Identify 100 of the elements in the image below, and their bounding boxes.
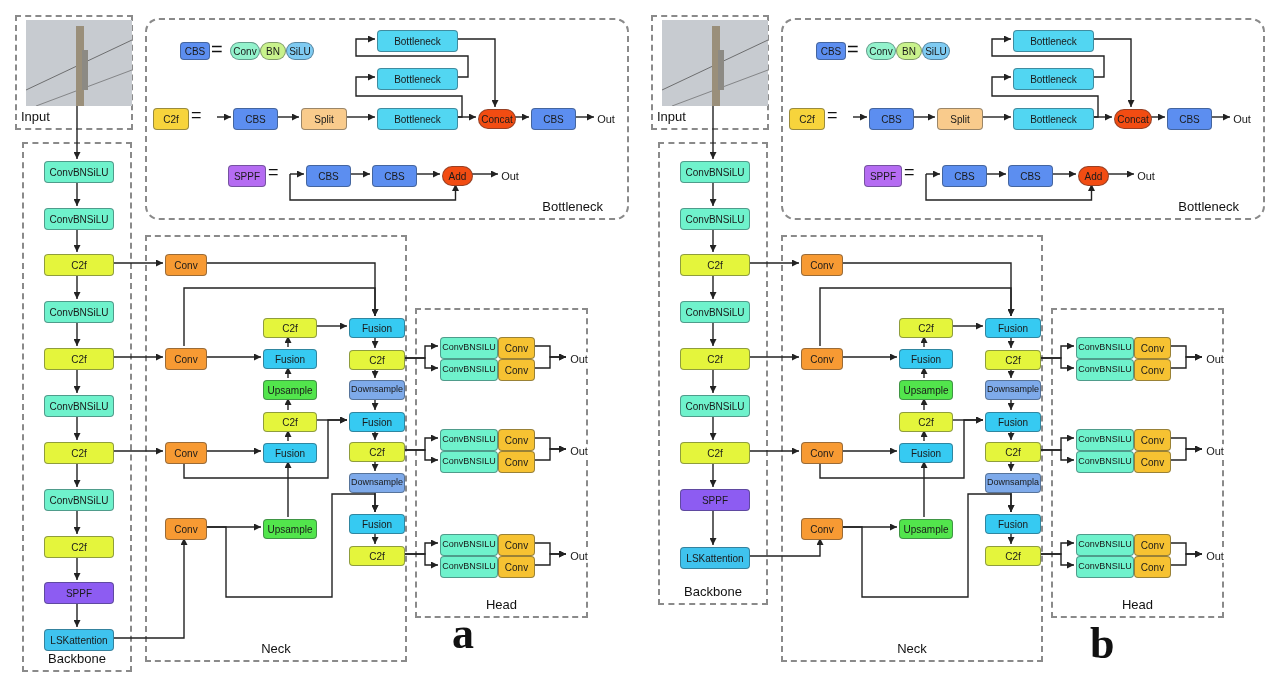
arrow xyxy=(314,322,348,330)
module-box: Upsample xyxy=(263,380,317,400)
arrow xyxy=(183,287,379,347)
module-box: ConvBNSiLU xyxy=(44,395,114,417)
arrow xyxy=(1168,550,1203,566)
arrow xyxy=(73,180,81,207)
arrow xyxy=(289,173,459,201)
arrow xyxy=(289,170,305,178)
module-box: SPPF xyxy=(228,165,266,187)
module-box: CBS xyxy=(942,165,987,187)
arrow xyxy=(111,537,188,639)
arrow xyxy=(371,531,379,545)
group-title: Head xyxy=(1120,597,1155,612)
arrow xyxy=(414,170,441,178)
operation-pill: Add xyxy=(1078,166,1109,186)
group-frame xyxy=(415,308,588,618)
module-box: Bottleneck xyxy=(1013,30,1094,52)
module-box: LSKattention xyxy=(680,547,750,569)
arrow xyxy=(840,353,898,361)
module-box: Conv xyxy=(498,534,535,556)
module-box: Conv xyxy=(165,442,207,464)
module-box: Bottleneck xyxy=(377,30,458,52)
arrow xyxy=(747,537,824,557)
group-frame xyxy=(658,142,768,605)
group-frame xyxy=(781,235,1043,662)
arrow xyxy=(819,416,984,479)
output-text: Out xyxy=(1204,444,1226,458)
arrow xyxy=(920,366,928,379)
operation-pill: Concat xyxy=(478,109,516,129)
arrow xyxy=(1007,531,1015,545)
arrow xyxy=(1091,38,1135,108)
module-box: C2f xyxy=(263,412,317,432)
arrow xyxy=(371,367,379,379)
module-box: ConvBNSiLU xyxy=(680,301,750,323)
module-box: Split xyxy=(937,108,983,130)
layer-chip: SiLU xyxy=(922,42,950,60)
module-box: C2f xyxy=(349,442,405,462)
arrow xyxy=(355,35,469,78)
group-frame xyxy=(1051,308,1224,618)
arrow xyxy=(991,73,1099,118)
output-text: Out xyxy=(1204,352,1226,366)
module-box: ConvBNSiLU xyxy=(44,208,114,230)
module-box: Conv xyxy=(801,518,843,540)
arrow xyxy=(852,113,868,121)
module-box: CBS xyxy=(1167,108,1212,130)
group-title: Neck xyxy=(896,641,928,656)
layer-chip: Conv xyxy=(230,42,260,60)
arrow xyxy=(1007,459,1015,472)
module-box: C2f xyxy=(44,254,114,276)
module-box: C2f xyxy=(985,442,1041,462)
output-text: Out xyxy=(596,112,616,126)
arrow xyxy=(73,103,81,160)
module-box: C2f xyxy=(263,318,317,338)
module-box: Fusion xyxy=(263,443,317,463)
module-box: Conv xyxy=(165,518,207,540)
module-box: C2f xyxy=(789,108,825,130)
panel-letter: a xyxy=(452,612,474,656)
module-box: C2f xyxy=(44,348,114,370)
arrow xyxy=(1007,429,1015,441)
arrow xyxy=(1007,335,1015,349)
arrow xyxy=(709,103,717,160)
group-title: Input xyxy=(21,109,50,124)
module-box: Fusion xyxy=(899,443,953,463)
arrow xyxy=(532,445,567,461)
module-box: Fusion xyxy=(263,349,317,369)
module-box: ConvBNSiLU xyxy=(44,301,114,323)
module-box: CBS xyxy=(869,108,914,130)
equals-sign: = xyxy=(827,106,838,124)
module-box: ConvBNSILU xyxy=(440,534,498,556)
module-box: ConvBNSILU xyxy=(1076,534,1134,556)
arrow xyxy=(840,447,898,455)
arrow xyxy=(73,320,81,347)
arrow xyxy=(402,553,439,569)
arrow xyxy=(371,490,379,513)
arrow xyxy=(1106,170,1135,178)
arrow xyxy=(1038,449,1075,464)
group-title: Neck xyxy=(260,641,292,656)
equals-sign: = xyxy=(904,163,915,181)
group-title: Bottleneck xyxy=(1178,199,1239,214)
arrow xyxy=(920,429,928,442)
group-title: Backbone xyxy=(683,584,743,599)
module-box: C2f xyxy=(680,442,750,464)
module-box: C2f xyxy=(349,350,405,370)
module-box: CBS xyxy=(531,108,576,130)
layer-chip: BN xyxy=(896,42,922,60)
arrow xyxy=(275,113,300,121)
arrow xyxy=(984,170,1007,178)
module-box: C2f xyxy=(680,348,750,370)
arrow xyxy=(344,113,376,121)
module-box: Conv xyxy=(801,348,843,370)
module-box: SPPF xyxy=(864,165,902,187)
arrow xyxy=(371,429,379,441)
output-text: Out xyxy=(568,549,590,563)
module-box: Split xyxy=(301,108,347,130)
module-box: ConvBNSILU xyxy=(440,429,498,451)
module-box: SPPF xyxy=(44,582,114,604)
arrow xyxy=(348,170,371,178)
arrow xyxy=(709,508,717,546)
module-box: Conv xyxy=(1134,451,1171,473)
arrow xyxy=(355,73,463,118)
